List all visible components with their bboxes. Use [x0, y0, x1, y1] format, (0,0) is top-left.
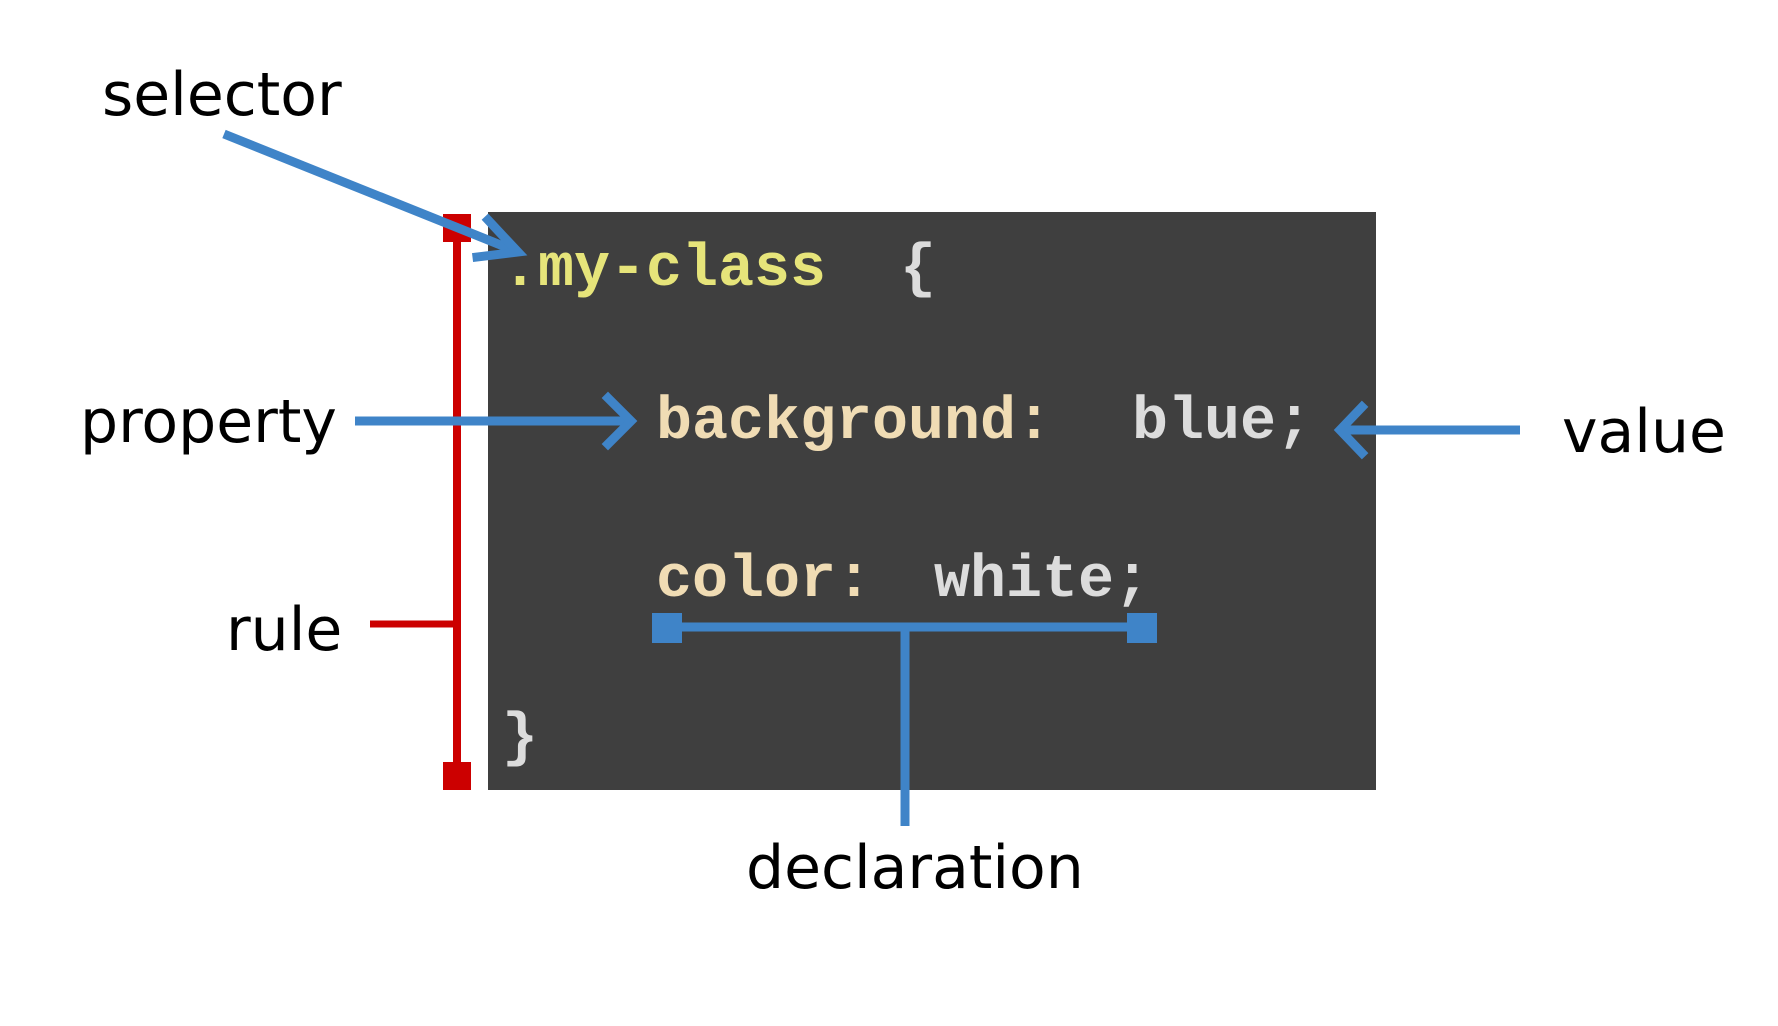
property-arrow: [355, 391, 638, 451]
label-rule: rule: [226, 595, 342, 665]
code-property-background: background:: [656, 389, 1052, 457]
label-value: value: [1562, 397, 1726, 467]
code-close-brace: }: [502, 705, 538, 773]
code-property-color: color:: [656, 547, 872, 615]
code-value-white: white;: [934, 547, 1150, 615]
label-declaration: declaration: [746, 833, 1084, 903]
label-selector: selector: [102, 60, 342, 130]
code-block: [488, 212, 1376, 790]
code-value-blue: blue;: [1132, 389, 1312, 457]
label-property: property: [80, 387, 337, 457]
rule-bracket: [370, 214, 471, 790]
declaration-bracket: [652, 613, 1157, 826]
code-selector: .my-class: [502, 236, 826, 304]
code-open-brace: {: [900, 236, 936, 304]
selector-arrow: [222, 129, 528, 263]
value-arrow: [1333, 400, 1520, 460]
